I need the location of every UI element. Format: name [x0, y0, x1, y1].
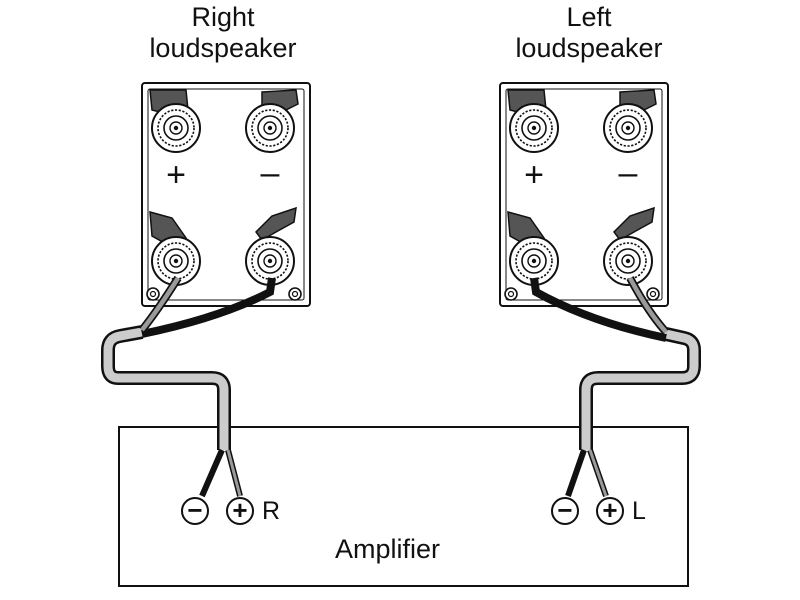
- left-plus-top-terminal[interactable]: [509, 103, 559, 153]
- left-minus-symbol: –: [618, 154, 638, 192]
- right-minus-top-terminal[interactable]: [245, 103, 295, 153]
- left-plate-screw-right: [646, 287, 660, 301]
- right-speaker-title: Right loudspeaker: [118, 2, 328, 64]
- right-cable-dark-wire: [141, 277, 276, 338]
- left-plate-screw-left: [504, 287, 518, 301]
- amp-left-minus-symbol: −: [557, 495, 573, 525]
- amp-left-channel-label: L: [632, 497, 646, 525]
- left-amp-minus-wire: [565, 449, 587, 497]
- right-plate-screw-left: [146, 287, 160, 301]
- left-speaker-title: Left loudspeaker: [484, 2, 694, 64]
- left-minus-top-terminal[interactable]: [603, 103, 653, 153]
- amplifier-label: Amplifier: [335, 534, 441, 564]
- amp-right-plus-symbol: +: [232, 495, 248, 525]
- left-speaker-cable[interactable]: [530, 276, 701, 497]
- left-plus-bottom-terminal[interactable]: [509, 236, 559, 286]
- amp-left-plus-symbol: +: [602, 495, 618, 525]
- amp-right-plus-terminal[interactable]: +: [226, 497, 254, 525]
- left-minus-bottom-terminal[interactable]: [603, 236, 653, 286]
- amp-left-plus-terminal[interactable]: +: [596, 497, 624, 525]
- right-speaker-title-line1: Right: [191, 2, 255, 32]
- amp-right-minus-symbol: −: [187, 495, 203, 525]
- right-amp-minus-wire: [199, 448, 225, 498]
- amp-right-minus-terminal[interactable]: −: [181, 497, 209, 525]
- right-plus-symbol: +: [166, 156, 186, 194]
- amp-right-channel-label: R: [262, 497, 281, 525]
- right-minus-symbol: –: [260, 154, 280, 192]
- left-plus-symbol: +: [524, 156, 544, 194]
- left-speaker-title-line1: Left: [566, 2, 612, 32]
- right-plus-top-terminal[interactable]: [151, 103, 201, 153]
- right-speaker-plate: [141, 82, 311, 307]
- amp-left-minus-terminal[interactable]: −: [551, 497, 579, 525]
- left-cable-dark-wire: [530, 277, 667, 342]
- left-speaker-plate: [499, 82, 669, 307]
- right-speaker-title-line2: loudspeaker: [149, 33, 297, 63]
- left-speaker-title-line2: loudspeaker: [515, 33, 663, 63]
- right-speaker-cable[interactable]: [101, 275, 276, 498]
- right-plate-screw-right: [288, 287, 302, 301]
